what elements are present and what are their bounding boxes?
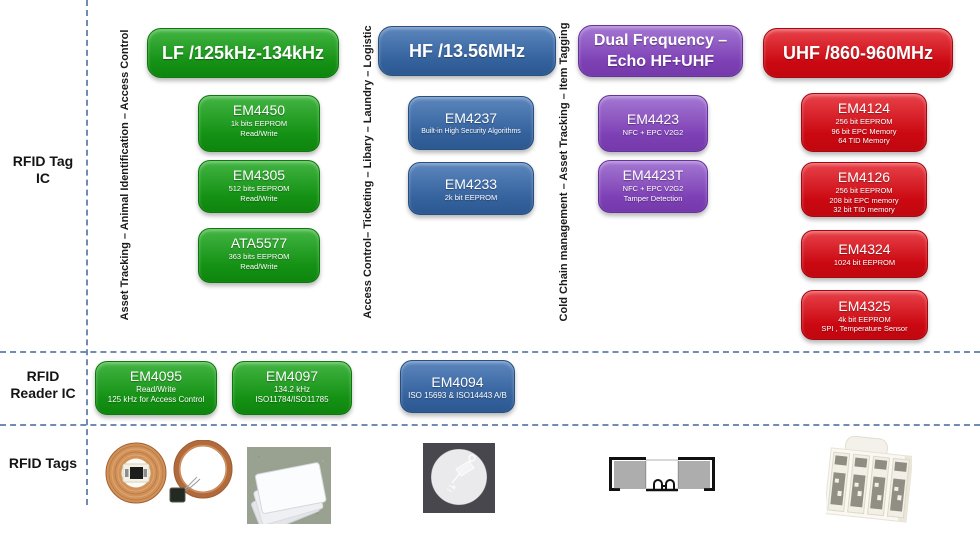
chip-spec: 1k bits EEPROM [230,119,288,128]
header-text: HF /13.56MHz [408,40,526,61]
chip-em4097: EM4097 134.2 kHz ISO11784/ISO11785 [232,361,352,415]
rfid-cards-photo [247,447,331,524]
chip-spec: 125 kHz for Access Control [107,395,205,404]
chip-spec: ISO 15693 & ISO14443 A/B [408,390,507,400]
chip-em4324: EM4324 1024 bit EEPROM [801,230,928,278]
vertical-label-lf-applications: Asset Tracking – Animal Identification –… [119,29,131,321]
chip-spec: 64 TID Memory [838,136,890,145]
header-text: UHF /860-960MHz [782,42,934,63]
chip-spec: 4k bit EEPROM [838,314,891,324]
chip-name: EM4094 [431,373,484,390]
hf-disc-tag-photo [423,443,495,513]
chip-name: EM4305 [232,167,286,183]
row-label-text: RFID Tag IC [12,153,74,186]
chip-em4095: EM4095 Read/Write 125 kHz for Access Con… [95,361,217,415]
vertical-divider [86,0,88,505]
uhf-inlay-antenna-photo [609,457,715,492]
chip-spec: 208 bit EPC memory [829,195,899,205]
chip-spec: NFC + EPC V2G2 [622,184,684,193]
chip-name: EM4124 [837,100,891,116]
chip-name: EM4095 [129,368,183,384]
row-label-tag-ic: RFID Tag IC [0,153,86,187]
header-hf-band: HF /13.56MHz [378,26,556,76]
chip-name: EM4423T [622,167,684,183]
header-text-line1: Dual Frequency – [593,32,728,49]
chip-em4423t: EM4423T NFC + EPC V2G2 Tamper Detection [598,160,708,213]
header-uhf-band: UHF /860-960MHz [763,28,953,78]
chip-em4423: EM4423 NFC + EPC V2G2 [598,95,708,152]
chip-spec: 512 bits EEPROM [228,184,290,193]
chip-spec: Read/Write [240,261,278,271]
chip-spec: 2k bit EEPROM [444,192,498,202]
chip-spec: 1024 bit EEPROM [833,258,896,268]
uhf-inlay-roll-photo [826,436,912,523]
chip-spec: 363 bits EEPROM [228,252,290,261]
chip-em4325: EM4325 4k bit EEPROM SPI , Temperature S… [801,290,928,340]
chip-em4233: EM4233 2k bit EEPROM [408,162,534,215]
chip-name: EM4126 [837,169,891,185]
chip-spec: Read/Write [240,193,278,203]
chip-em4124: EM4124 256 bit EEPROM 96 bit EPC Memory … [801,93,927,152]
lf-coil-tags-photo [105,440,233,504]
header-dual-band: Dual Frequency – Echo HF+UHF [578,25,743,77]
chip-em4094: EM4094 ISO 15693 & ISO14443 A/B [400,360,515,413]
vertical-label-hf-applications: Access Control– Ticketing – Libary – Lau… [362,25,374,319]
chip-spec: 256 bit EEPROM [835,186,893,195]
chip-spec: 134.2 kHz [273,385,311,394]
row-label-tags: RFID Tags [0,455,86,472]
header-text-line2: Echo HF+UHF [606,53,715,70]
chip-spec: Built-in High Security Algorithms [421,128,521,136]
chip-spec: Read/Write [240,128,278,138]
chip-spec: 32 bit TID memory [833,205,895,214]
chip-em4450: EM4450 1k bits EEPROM Read/Write [198,95,320,152]
chip-spec: SPI , Temperature Sensor [821,324,908,333]
header-lf-band: LF /125kHz-134kHz [147,28,339,78]
header-text: LF /125kHz-134kHz [161,42,325,63]
row-label-text: RFID Tags [8,455,78,471]
chip-spec: ISO11784/ISO11785 [255,395,329,404]
row-label-reader-ic: RFID Reader IC [0,368,86,402]
chip-name: EM4450 [232,102,286,118]
chip-em4237: EM4237 Built-in High Security Algorithms [408,96,534,150]
chip-name: EM4233 [444,175,498,192]
chip-name: ATA5577 [230,235,288,251]
chip-spec: Read/Write [136,385,176,394]
chip-spec: NFC + EPC V2G2 [622,127,684,137]
chip-spec: 96 bit EPC Memory [831,126,897,136]
chip-spec: Tamper Detection [623,193,683,203]
chip-em4305: EM4305 512 bits EEPROM Read/Write [198,160,320,213]
chip-spec: 256 bit EEPROM [835,117,893,126]
chip-name: EM4237 [444,110,498,127]
row-label-text: RFID Reader IC [10,368,76,401]
chip-ata5577: ATA5577 363 bits EEPROM Read/Write [198,228,320,283]
chip-name: EM4097 [265,368,319,384]
row-divider-2 [0,424,980,426]
chip-name: EM4423 [626,110,680,127]
chip-name: EM4324 [838,241,891,258]
chip-em4126: EM4126 256 bit EEPROM 208 bit EPC memory… [801,162,927,217]
row-divider-1 [0,351,980,353]
chip-name: EM4325 [838,297,891,314]
vertical-label-uhf-applications: Cold Chain management – Asset Tracking –… [558,22,570,322]
